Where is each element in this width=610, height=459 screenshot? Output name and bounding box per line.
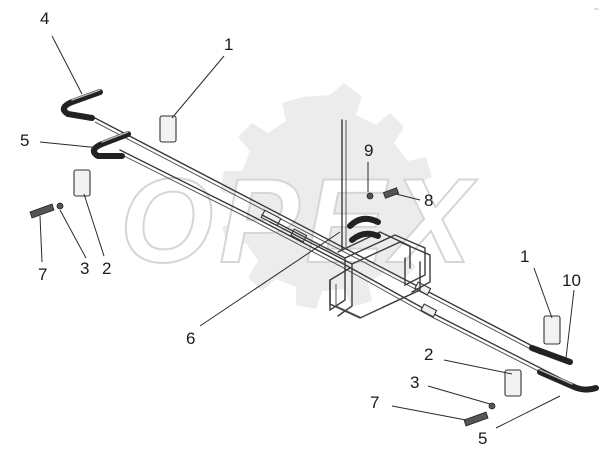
callout-7-left: 7: [38, 265, 47, 284]
hoses-upper-left: [60, 89, 131, 159]
bundle-base: [329, 261, 421, 319]
leader-3-right: [427, 385, 491, 405]
callout-1-right: 1: [520, 247, 529, 266]
pipe-upper-inner: [94, 121, 541, 355]
callout-8: 8: [424, 191, 433, 210]
hose-5-left: [90, 131, 131, 159]
hose-elbow-b: [349, 230, 381, 243]
leader-5-left: [39, 141, 101, 149]
bundle-loop-1: [261, 214, 351, 312]
hose-4-highlight: [71, 89, 101, 101]
leader-8: [395, 193, 421, 201]
clip-1-right: [543, 315, 561, 345]
bundle-loop-5: [337, 231, 411, 269]
leader-10: [565, 289, 575, 359]
bundle-base-inner: [335, 284, 363, 319]
pipe-bundle: [261, 119, 431, 319]
watermark-logo: OPEX: [119, 83, 478, 309]
leader-5-right: [495, 395, 561, 429]
bolt-7-left: [29, 203, 55, 219]
leader-2-right: [443, 359, 513, 375]
leader-lines: [39, 35, 575, 429]
callout-10: 10: [562, 271, 581, 290]
leader-1-top: [171, 55, 225, 119]
callout-9: 9: [364, 141, 373, 160]
clip-2-right: [504, 369, 522, 397]
leader-1-right: [533, 267, 553, 319]
callout-5-right: 5: [478, 429, 487, 448]
leader-2-left: [83, 193, 105, 257]
washer-3-right: [488, 402, 496, 410]
small-fitting-9: [366, 192, 374, 200]
watermark-gear: [220, 83, 434, 309]
hose-10: [529, 345, 573, 365]
leader-4: [51, 35, 83, 95]
callout-labels: 4 1 5 9 8 7 3 2 1 10 6 2 3 7 5: [20, 9, 581, 448]
clip-2-left: [73, 169, 91, 197]
clip-1-top: [159, 115, 177, 143]
callout-4: 4: [40, 9, 49, 28]
callout-1-top: 1: [224, 35, 233, 54]
leader-7-left: [39, 215, 43, 263]
bundle-loop-3: [344, 234, 426, 287]
pipe-upper: [94, 117, 541, 351]
callout-6: 6: [186, 329, 195, 348]
fasteners: [29, 202, 496, 427]
leader-7-right: [391, 405, 467, 421]
pipe-lower-inner: [119, 153, 561, 383]
callout-5-left: 5: [20, 131, 29, 150]
pipe-lower: [119, 149, 561, 379]
bundle-loop-4: [351, 241, 431, 293]
hose-5-right-highlight: [539, 369, 573, 385]
hose-5-left-highlight: [101, 131, 129, 143]
leader-6: [199, 231, 341, 327]
watermark-text: OPEX: [120, 154, 478, 288]
hose-elbow-a: [347, 215, 381, 229]
pipe-fitting-4: [420, 303, 438, 318]
bolt-7-right: [463, 411, 489, 427]
callout-3-left: 3: [80, 259, 89, 278]
hoses-lower-right: [529, 345, 599, 393]
callout-2-right: 2: [424, 345, 433, 364]
clips: [73, 115, 561, 397]
callout-7-right: 7: [370, 393, 379, 412]
corner-mark: ~: [594, 4, 599, 14]
callout-3-right: 3: [410, 373, 419, 392]
hose-5-right: [537, 369, 599, 393]
washer-3-left: [56, 202, 64, 210]
hose-4: [60, 89, 103, 121]
callout-2-left: 2: [102, 259, 111, 278]
leader-3-left: [59, 209, 87, 259]
fitting-8: [382, 187, 400, 199]
